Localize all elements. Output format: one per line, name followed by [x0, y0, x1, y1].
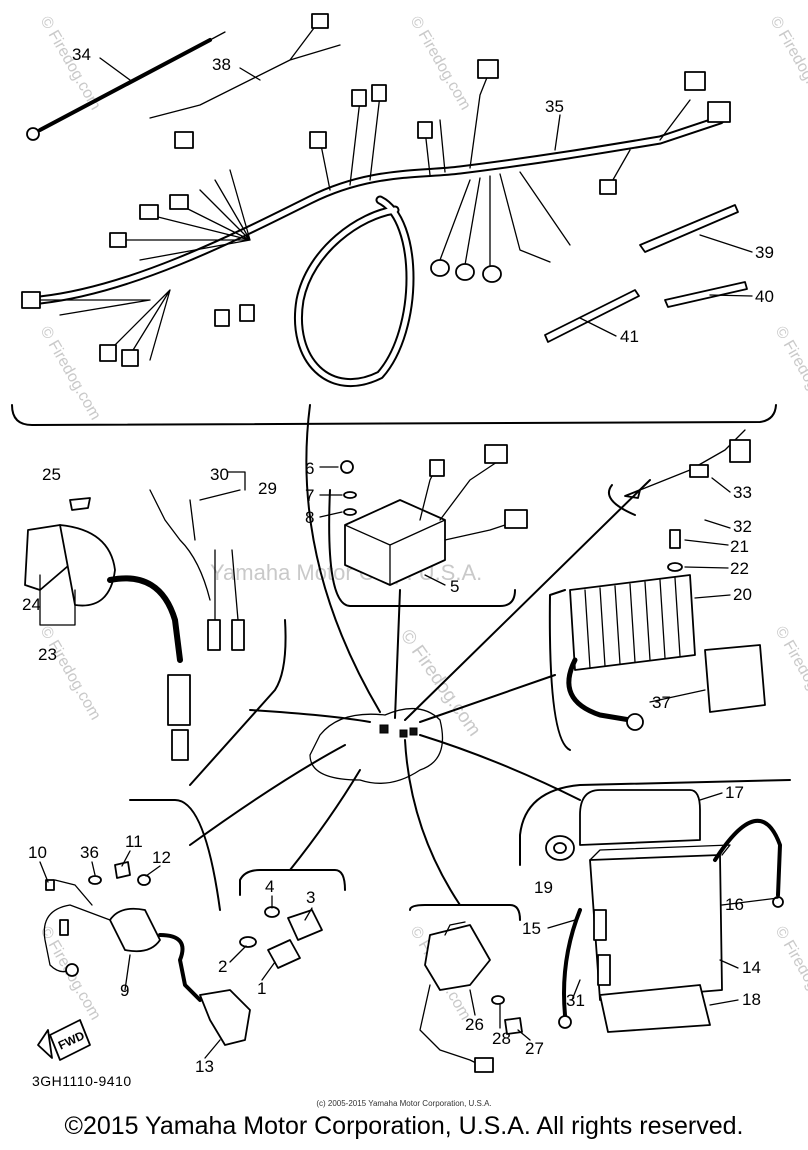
- part-number: 8: [305, 508, 314, 527]
- part-number: 11: [125, 832, 143, 851]
- coupler: [704, 644, 766, 713]
- part-number: 41: [620, 327, 639, 346]
- connector: [482, 265, 502, 283]
- part-number: 28: [492, 1029, 511, 1048]
- battery-group: [519, 779, 791, 1033]
- part-number: 24: [22, 595, 41, 614]
- part-number: 30: [210, 465, 229, 484]
- watermark-text: © Firedog.com: [772, 924, 808, 1024]
- cable-tie: [544, 289, 640, 343]
- connector: [430, 259, 450, 277]
- starter-relay-group: [409, 904, 523, 1073]
- watermark-text: © Firedog.com: [407, 14, 474, 114]
- connector: [121, 349, 139, 367]
- connector: [109, 232, 127, 248]
- fuse-group: [239, 869, 346, 969]
- cable-tie: [639, 204, 739, 253]
- watermark-text: © Firedog.com: [767, 14, 808, 114]
- part-number: 37: [652, 693, 671, 712]
- label-leaders: [39, 57, 779, 1059]
- connector: [309, 131, 327, 149]
- central-hub: [189, 404, 651, 906]
- part-number: 13: [195, 1057, 214, 1076]
- watermark-text: © Firedog.com: [37, 14, 104, 114]
- connector: [684, 71, 706, 91]
- watermark-text: © Firedog.com: [37, 624, 104, 724]
- part-number: 16: [725, 895, 744, 914]
- connector: [351, 89, 367, 107]
- part-number: 29: [258, 479, 277, 498]
- switch-group: FWD: [37, 799, 251, 1061]
- bolt: [267, 939, 301, 969]
- connector: [21, 291, 41, 309]
- part-number: 6: [305, 459, 314, 478]
- part-number: 18: [742, 990, 761, 1009]
- part-number: 1: [257, 979, 266, 998]
- part-number: 34: [72, 45, 91, 64]
- wire-harness-group: [11, 13, 777, 426]
- spark-plug-cap: [167, 674, 191, 726]
- part-number: 3: [306, 888, 315, 907]
- part-number: 4: [265, 877, 274, 896]
- part-number: 19: [534, 878, 553, 897]
- part-number: 15: [522, 919, 541, 938]
- connector: [371, 84, 387, 102]
- part-number: 22: [730, 559, 749, 578]
- connector: [239, 304, 255, 322]
- watermark-text: © Firedog.com: [772, 624, 808, 724]
- ignition-coil-group: [24, 489, 287, 786]
- part-number: 26: [465, 1015, 484, 1034]
- copyright-line: ©2015 Yamaha Motor Corporation, U.S.A. A…: [64, 1112, 744, 1140]
- connector: [99, 344, 117, 362]
- watermark-text: © Firedog.com: [37, 324, 104, 424]
- starter-relay: [424, 924, 491, 991]
- connector: [417, 121, 433, 139]
- small-copyright: (c) 2005-2015 Yamaha Motor Corporation, …: [316, 1099, 492, 1108]
- part-number: 12: [152, 848, 171, 867]
- part-number: 27: [525, 1039, 544, 1058]
- part-number: 2: [218, 957, 227, 976]
- part-number: 14: [742, 958, 761, 977]
- connector: [477, 59, 499, 79]
- part-number: 25: [42, 465, 61, 484]
- part-number: 33: [733, 483, 752, 502]
- battery-cover: [579, 789, 701, 846]
- regulator-group: [548, 429, 766, 751]
- part-number: 23: [38, 645, 57, 664]
- part-number: 31: [566, 991, 585, 1010]
- part-number: 36: [80, 843, 99, 862]
- part-number: 20: [733, 585, 752, 604]
- connector: [455, 263, 475, 281]
- part-number: 21: [730, 537, 749, 556]
- part-number: 7: [305, 486, 314, 505]
- fwd-arrow: [49, 1019, 91, 1061]
- plug-cap: [199, 989, 251, 1046]
- part-number: 40: [755, 287, 774, 306]
- part-number: 10: [28, 843, 47, 862]
- connector: [214, 309, 230, 327]
- harness-group-bracket: [11, 404, 777, 426]
- part-labels: 1 2 3 4 5 6 7 8 9 10 11 12 13 14 15 16 1…: [22, 45, 774, 1076]
- part-number: 5: [450, 577, 459, 596]
- part-number: 32: [733, 517, 752, 536]
- part-number: 17: [725, 783, 744, 802]
- diagram-code: 3GH1110-9410: [32, 1073, 132, 1089]
- connector: [707, 101, 731, 123]
- bolt: [287, 909, 323, 941]
- part-number: 38: [212, 55, 231, 74]
- part-number: 35: [545, 97, 564, 116]
- part-number: 39: [755, 243, 774, 262]
- bolt: [340, 460, 354, 474]
- cdi-unit-group: [328, 444, 528, 607]
- battery: [589, 854, 723, 1001]
- battery-band: [599, 984, 711, 1033]
- connector: [139, 204, 159, 220]
- connector: [599, 179, 617, 195]
- switch-unit: [109, 907, 161, 953]
- connector: [169, 194, 189, 210]
- watermark-text: © Firedog.com: [772, 324, 808, 424]
- cable-tie: [664, 281, 748, 308]
